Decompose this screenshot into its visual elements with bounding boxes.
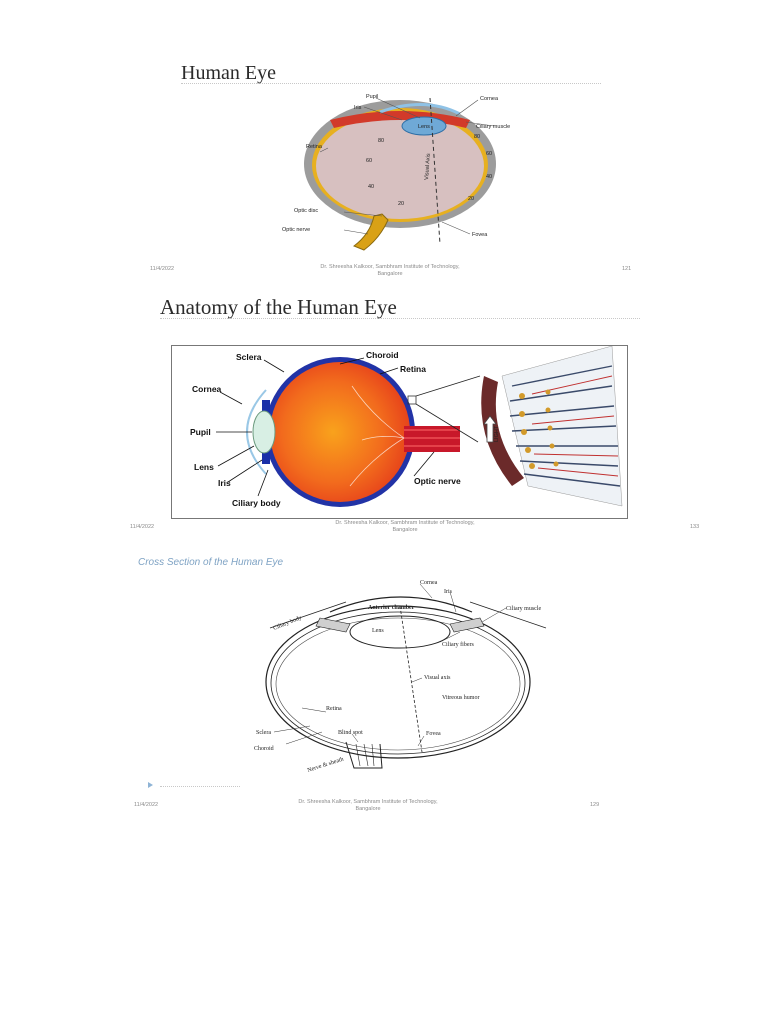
label-fovea: Fovea [426,731,441,737]
footer-credit-line2: Bangalore [305,527,505,534]
label-fovea: Fovea [472,232,488,238]
label-iris: Iris [354,105,362,111]
footer-credit: Dr. Shreesha Kalkoor, Sambhram Institute… [305,520,505,534]
label-ciliary-muscle: Ciliary muscle [506,606,541,612]
label-cornea: Cornea [480,96,499,102]
label-nerve-sheath: Nerve & sheath [307,757,345,774]
lens-shape [253,411,275,453]
label-retina: Retina [306,144,323,150]
degree-label: 60 [366,158,372,164]
degree-label: 20 [468,196,474,202]
label-optic-nerve: Optic nerve [282,227,310,233]
retina-cell-fan [481,346,622,506]
leader-line [218,446,254,466]
label-ciliary-body: Ciliary body [232,498,281,508]
footer-credit: Dr. Shreesha Kalkoor, Sambhram Institute… [290,264,490,278]
slide-divider [160,786,240,787]
label-light: LIGHT [494,425,500,442]
footer-date: 11/4/2022 [130,524,154,530]
leader-line [420,584,432,598]
ciliary-body-shape [450,618,484,632]
footer-page-number: 121 [622,266,631,272]
visual-axis-line [400,606,422,752]
footer-credit-line1: Dr. Shreesha Kalkoor, Sambhram Institute… [290,264,490,271]
nerve-fiber [372,744,374,766]
retina-zoom-box [408,396,416,404]
play-marker-icon [148,782,153,788]
label-pupil: Pupil [190,427,211,437]
degree-label: 20 [398,201,404,207]
leader-line [414,452,434,476]
lens-shape [350,616,450,648]
label-iris: Iris [444,589,453,595]
footer-credit-line1: Dr. Shreesha Kalkoor, Sambhram Institute… [305,520,505,527]
degree-label: 60 [486,151,492,157]
label-lens: Lens [418,124,430,130]
leader-line [344,230,368,234]
label-sclera: Sclera [256,730,271,736]
leader-line [258,470,268,496]
sclera-outline [266,606,530,758]
label-ciliary-muscle: Ciliary muscle [476,124,510,130]
footer-credit-line2: Bangalore [268,806,468,813]
ciliary-body-shape [316,618,350,632]
eyeball-interior [270,362,410,502]
label-visual-axis: Visual axis [424,675,451,681]
label-optic-disc: Optic disc [294,208,318,214]
label-iris: Iris [218,478,231,488]
label-choroid: Choroid [366,350,399,360]
footer-page-number: 129 [590,802,599,808]
retina-outline [276,618,520,750]
label-optic-nerve: Optic nerve [414,476,461,486]
footer-credit-line2: Bangalore [290,271,490,278]
eye-diagram-fields: Pupil Iris Cornea Lens Ciliary muscle Re… [270,88,530,260]
label-retina: Retina [400,364,426,374]
label-cornea: Cornea [420,580,438,586]
footer-date: 11/4/2022 [134,802,158,808]
title-divider [181,83,601,84]
footer-credit: Dr. Shreesha Kalkoor, Sambhram Institute… [268,799,468,813]
label-anterior-chamber: Anterior chamber [368,605,415,611]
leader-line [228,460,262,482]
label-sclera: Sclera [236,352,262,362]
label-retina: Retina [326,706,342,712]
choroid-outline [271,612,525,754]
footer-credit-line1: Dr. Shreesha Kalkoor, Sambhram Institute… [268,799,468,806]
callout-line [416,376,480,396]
label-pupil: Pupil [366,94,378,100]
label-lens: Lens [194,462,214,472]
label-ciliary-fibers: Ciliary fibers [442,641,474,648]
cross-section-diagram: Cornea Iris Ciliary muscle Ciliary body … [250,572,570,787]
leader-line [220,392,242,404]
label-lens: Lens [372,628,384,634]
footer-page-number: 133 [690,524,699,530]
slide-title: Cross Section of the Human Eye [138,557,283,568]
anatomy-diagram: LIGHT Sclera Choroid Retina Cornea Pupil… [171,345,628,519]
degree-label: 80 [474,134,480,140]
degree-label: 40 [368,184,374,190]
label-cornea: Cornea [192,384,222,394]
leader-line [412,678,422,682]
leader-line [264,360,284,372]
label-vitreous-humor: Vitreous humor [442,695,479,701]
leader-line [302,708,326,712]
label-ciliary-body: Ciliary body [273,615,303,632]
title-divider [160,318,640,319]
slide-title: Human Eye [181,62,276,85]
slide-title: Anatomy of the Human Eye [160,295,397,320]
leader-line [450,592,456,612]
degree-label: 80 [378,138,384,144]
label-choroid: Choroid [254,746,274,752]
label-blind-spot: Blind spot [338,730,363,736]
footer-date: 11/4/2022 [150,266,174,272]
degree-label: 40 [486,174,492,180]
leader-line [456,100,478,116]
leader-line [442,222,470,234]
